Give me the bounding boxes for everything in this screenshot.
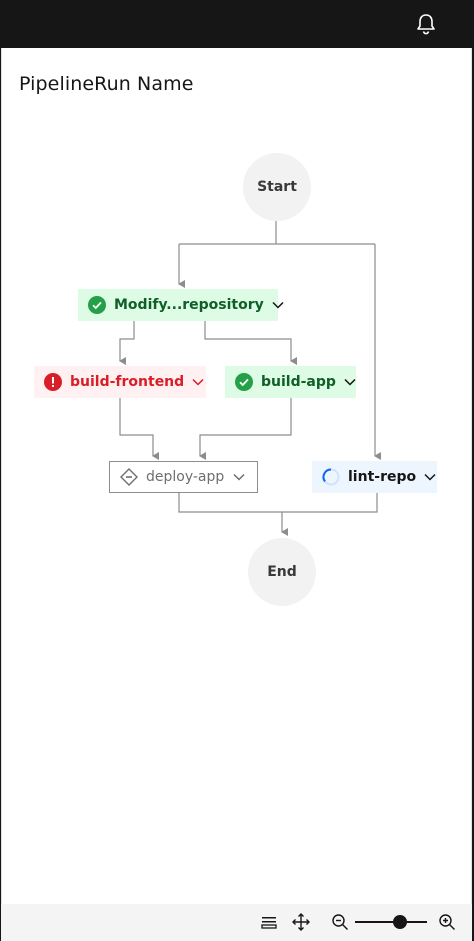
check-circle-icon	[235, 373, 253, 391]
task-modify-repository[interactable]: Modify...repository	[78, 289, 284, 321]
start-node: Start	[243, 153, 311, 221]
pipeline-run-panel: PipelineRun Name	[1, 48, 472, 941]
chevron-down-icon[interactable]	[272, 298, 284, 312]
task-label: deploy-app	[146, 469, 225, 485]
bell-icon[interactable]	[412, 10, 440, 38]
task-label: build-app	[261, 374, 336, 390]
task-deploy-app[interactable]: deploy-app	[109, 461, 258, 493]
zoom-slider-track	[355, 921, 427, 923]
task-label: Modify...repository	[114, 297, 264, 313]
pending-diamond-icon	[120, 468, 138, 486]
pipeline-graph: Start Modify...repository build-frontend	[2, 48, 473, 903]
start-label: Start	[257, 179, 297, 195]
page-title: PipelineRun Name	[19, 73, 194, 95]
task-lint-repo[interactable]: lint-repo	[312, 461, 437, 493]
zoom-slider[interactable]	[355, 912, 427, 932]
task-build-app[interactable]: build-app	[225, 366, 356, 398]
edge-deploy-to-end	[178, 493, 378, 513]
zoom-slider-thumb[interactable]	[392, 915, 407, 929]
end-label: End	[267, 564, 297, 580]
move-icon[interactable]	[289, 910, 313, 934]
graph-edges	[119, 221, 381, 536]
error-circle-icon	[44, 373, 62, 391]
edge-frontend-to-deploy	[119, 397, 159, 460]
edge-modify-to-frontend	[119, 320, 135, 365]
task-build-frontend[interactable]: build-frontend	[34, 366, 206, 398]
chevron-down-icon[interactable]	[424, 470, 436, 484]
chevron-down-icon[interactable]	[232, 470, 246, 484]
top-bar	[0, 0, 474, 48]
spinner-icon	[322, 468, 340, 486]
check-circle-icon	[88, 296, 106, 314]
task-label: lint-repo	[348, 469, 417, 485]
edge-modify-to-buildapp	[204, 320, 297, 365]
edge-buildapp-to-deploy	[199, 397, 292, 460]
list-icon[interactable]	[257, 910, 281, 934]
zoom-out-icon[interactable]	[328, 910, 352, 934]
end-node: End	[248, 538, 316, 606]
chevron-down-icon[interactable]	[192, 375, 204, 389]
edge-start-to-modify	[179, 243, 375, 284]
graph-toolbar	[1, 904, 472, 941]
chevron-down-icon[interactable]	[344, 375, 356, 389]
task-label: build-frontend	[70, 374, 185, 390]
zoom-in-icon[interactable]	[435, 910, 459, 934]
